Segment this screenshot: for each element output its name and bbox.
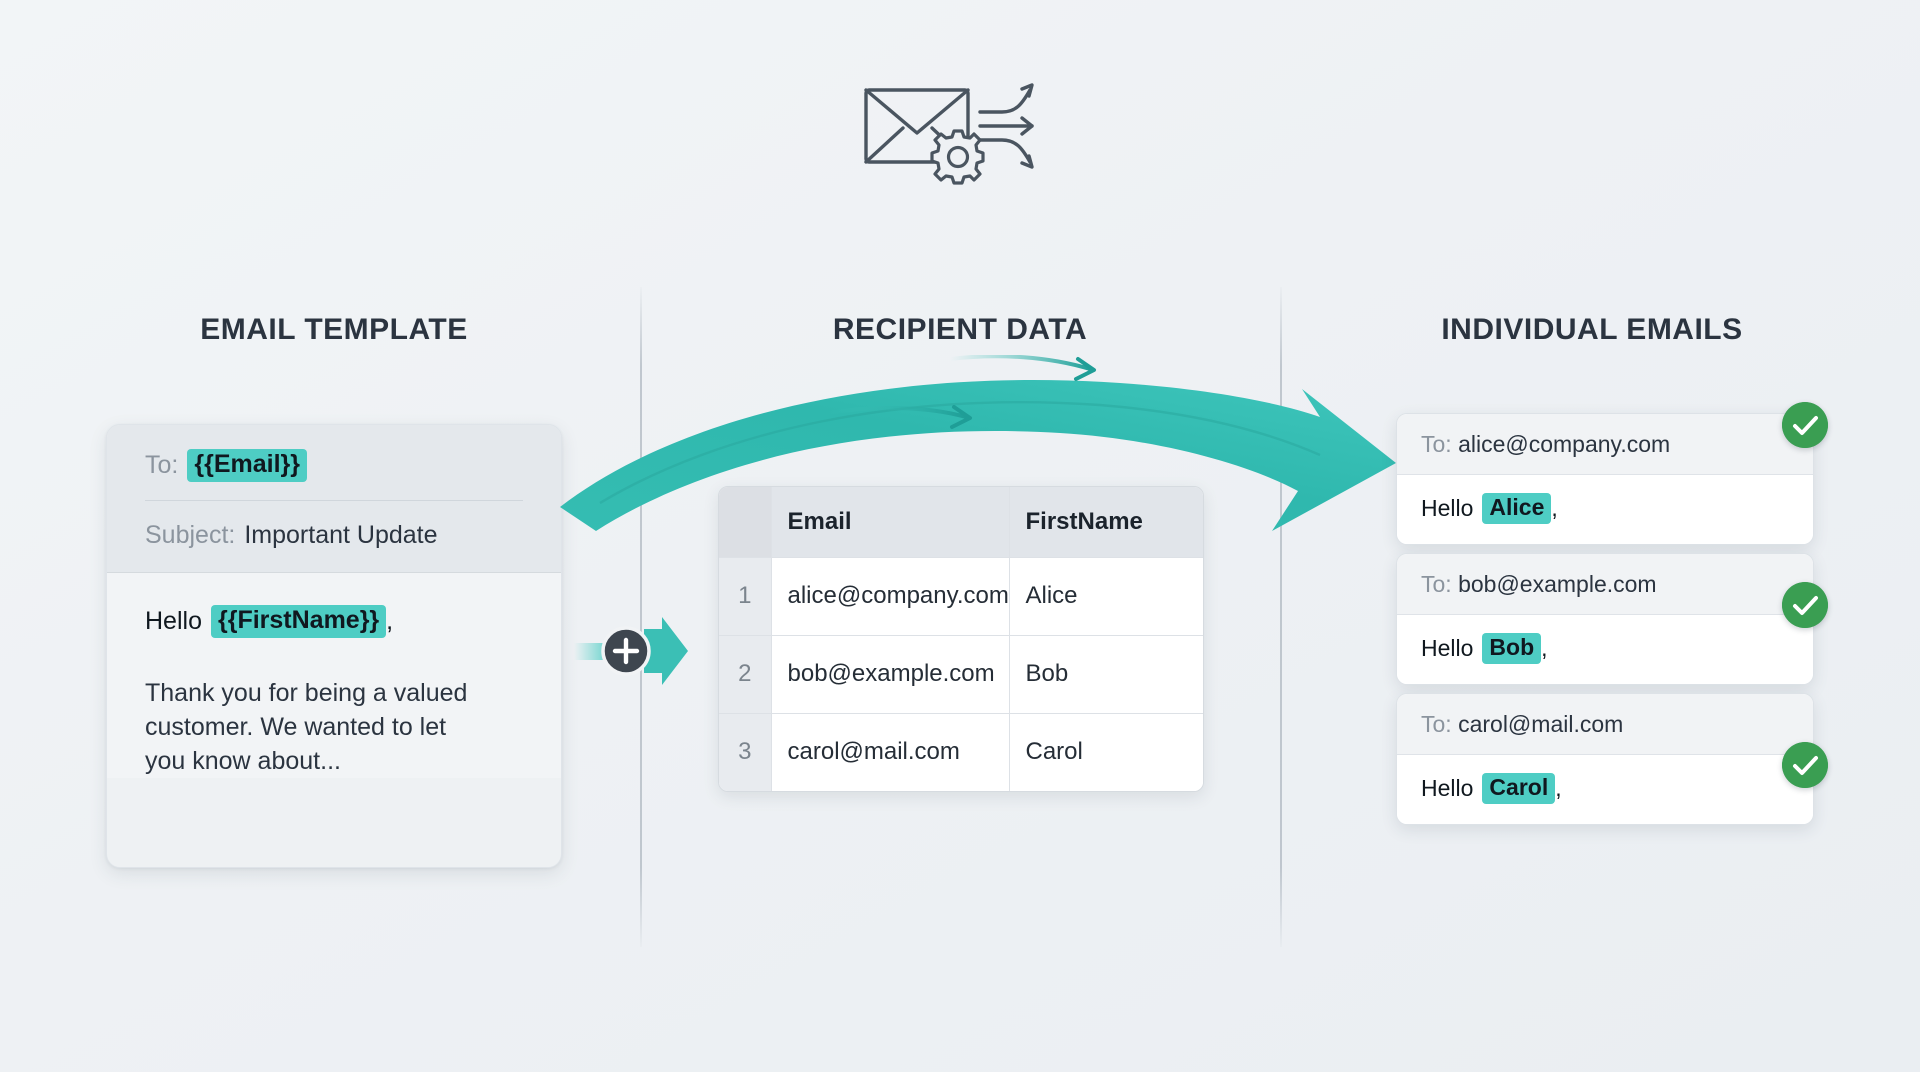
email-card-to-label: To:	[1421, 711, 1452, 737]
cell-firstname[interactable]: Alice	[1009, 557, 1203, 636]
column-heading-recipient-data: RECIPIENT DATA	[832, 313, 1088, 346]
email-template-card[interactable]: To: {{Email}} Subject: Important Update …	[106, 424, 562, 868]
check-circle-icon	[1782, 742, 1828, 788]
email-card-to-value: bob@example.com	[1458, 571, 1657, 597]
template-to-label: To:	[145, 451, 179, 479]
template-to-row: To: {{Email}}	[145, 449, 523, 501]
column-heading-email-template: EMAIL TEMPLATE	[200, 313, 468, 346]
email-card-to-value: carol@mail.com	[1458, 711, 1624, 737]
envelope-gear-distribute-icon	[864, 83, 1034, 185]
table-row[interactable]: 3 carol@mail.com Carol	[719, 713, 1203, 791]
column-divider-left	[640, 287, 642, 947]
table-header-email[interactable]: Email	[771, 487, 1010, 558]
plus-glyph	[612, 637, 640, 665]
table-header-row: Email FirstName	[719, 487, 1203, 558]
check-circle-icon	[1782, 402, 1828, 448]
row-index: 1	[719, 557, 772, 636]
email-card-name: Bob	[1482, 633, 1542, 664]
cell-email[interactable]: carol@mail.com	[771, 713, 1010, 791]
template-greeting-line: Hello {{FirstName}} ,	[145, 605, 523, 638]
email-template-body: Hello {{FirstName}} , Thank you for bein…	[107, 573, 561, 778]
cell-firstname[interactable]: Bob	[1009, 635, 1203, 714]
table-row[interactable]: 1 alice@company.com Alice	[719, 557, 1203, 636]
template-greeting-lead: Hello	[145, 607, 202, 635]
table-header-index	[719, 487, 772, 558]
email-card-greeting-lead: Hello	[1421, 775, 1474, 801]
merge-tag-firstname[interactable]: {{FirstName}}	[210, 605, 387, 638]
email-card-name: Carol	[1482, 773, 1556, 804]
merge-node[interactable]	[574, 615, 704, 687]
email-card-comma: ,	[1551, 495, 1558, 521]
email-card-name: Alice	[1482, 493, 1552, 524]
cell-email[interactable]: alice@company.com	[771, 557, 1010, 636]
motion-arrow-lower	[826, 405, 972, 429]
column-divider-right	[1280, 287, 1282, 947]
template-subject-label: Subject:	[145, 521, 236, 549]
row-index: 3	[719, 713, 772, 791]
table-row[interactable]: 2 bob@example.com Bob	[719, 635, 1203, 714]
email-card-to-row: To: bob@example.com	[1397, 554, 1813, 615]
merge-tag-email[interactable]: {{Email}}	[187, 449, 307, 482]
email-card-greeting-lead: Hello	[1421, 495, 1474, 521]
recipient-data-table[interactable]: Email FirstName 1 alice@company.com Alic…	[718, 486, 1204, 792]
email-template-header: To: {{Email}} Subject: Important Update	[107, 425, 561, 573]
individual-email-card[interactable]: To: alice@company.com Hello Alice ,	[1396, 413, 1814, 545]
gear-icon	[930, 129, 985, 185]
cell-email[interactable]: bob@example.com	[771, 635, 1010, 714]
template-subject-value: Important Update	[244, 521, 438, 549]
email-card-body: Hello Carol ,	[1397, 755, 1813, 824]
email-card-comma: ,	[1541, 635, 1548, 661]
email-card-body: Hello Alice ,	[1397, 475, 1813, 544]
email-card-to-label: To:	[1421, 571, 1452, 597]
motion-arrow-upper	[948, 355, 1096, 381]
row-index: 2	[719, 635, 772, 714]
merge-arrow-right-icon	[644, 617, 688, 685]
table-header-firstname[interactable]: FirstName	[1009, 487, 1203, 558]
template-paragraph: Thank you for being a valued customer. W…	[145, 679, 468, 775]
template-greeting-comma: ,	[386, 607, 394, 635]
check-circle-icon	[1782, 582, 1828, 628]
email-card-to-label: To:	[1421, 431, 1452, 457]
column-heading-individual-emails: INDIVIDUAL EMAILS	[1441, 313, 1743, 346]
email-card-to-row: To: alice@company.com	[1397, 414, 1813, 475]
email-card-to-value: alice@company.com	[1458, 431, 1671, 457]
template-subject-row: Subject: Important Update	[145, 501, 523, 550]
email-card-greeting-lead: Hello	[1421, 635, 1474, 661]
individual-email-card[interactable]: To: carol@mail.com Hello Carol ,	[1396, 693, 1814, 825]
individual-email-card[interactable]: To: bob@example.com Hello Bob ,	[1396, 553, 1814, 685]
cell-firstname[interactable]: Carol	[1009, 713, 1203, 791]
email-card-body: Hello Bob ,	[1397, 615, 1813, 684]
email-card-comma: ,	[1555, 775, 1562, 801]
email-card-to-row: To: carol@mail.com	[1397, 694, 1813, 755]
